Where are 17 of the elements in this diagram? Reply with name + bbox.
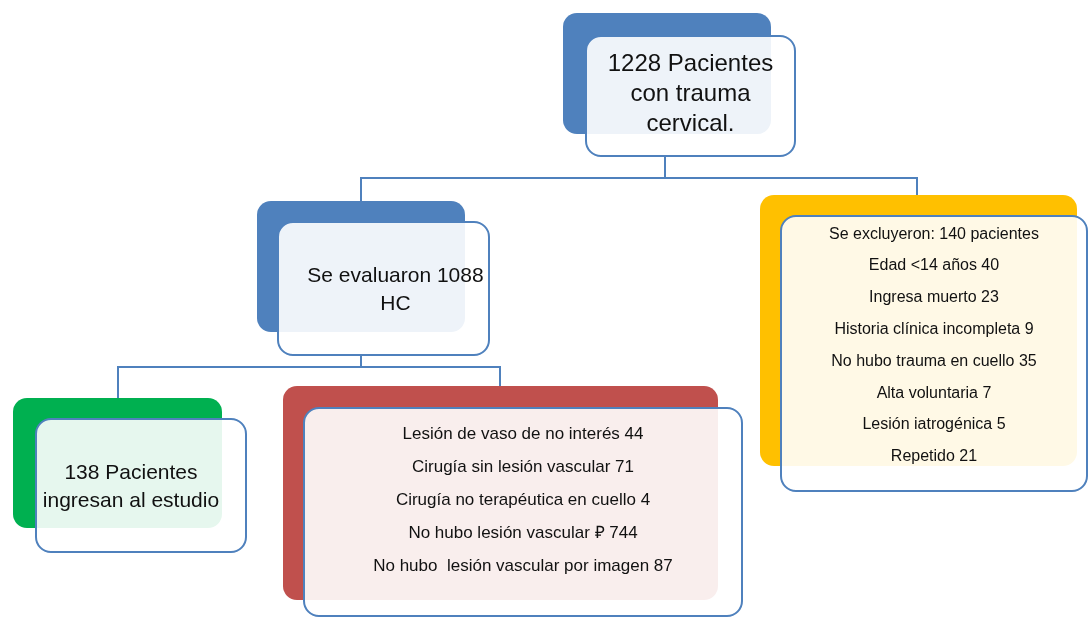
list-item: No hubo lesión vascular por imagen 87 bbox=[373, 555, 673, 577]
box-text: Se evaluaron 1088 HC bbox=[306, 262, 485, 316]
box-text: 1228 Pacientes con trauma cervical. bbox=[606, 48, 775, 138]
box-heading: Se excluyeron: 140 pacientes bbox=[829, 223, 1039, 243]
list-item: Cirugía no terapéutica en cuello 4 bbox=[395, 489, 651, 511]
list-item: No hubo lesión vascular ₽ 744 bbox=[408, 522, 638, 544]
list-item: No hubo trauma en cuello 35 bbox=[831, 350, 1037, 370]
list-item: Historia clínica incompleta 9 bbox=[834, 319, 1034, 339]
box-text: 138 Pacientes ingresan al estudio bbox=[41, 459, 221, 513]
list-item: Lesión de vaso de no interés 44 bbox=[402, 423, 644, 445]
list-item: Alta voluntaria 7 bbox=[876, 382, 992, 402]
list-item: Ingresa muerto 23 bbox=[869, 287, 999, 307]
connector-line bbox=[664, 156, 918, 196]
list-item: Repetido 21 bbox=[890, 446, 978, 466]
list-item: Edad <14 años 40 bbox=[868, 255, 1000, 275]
list-item: Cirugía sin lesión vascular 71 bbox=[411, 456, 635, 478]
list-item: Lesión iatrogénica 5 bbox=[862, 414, 1006, 434]
